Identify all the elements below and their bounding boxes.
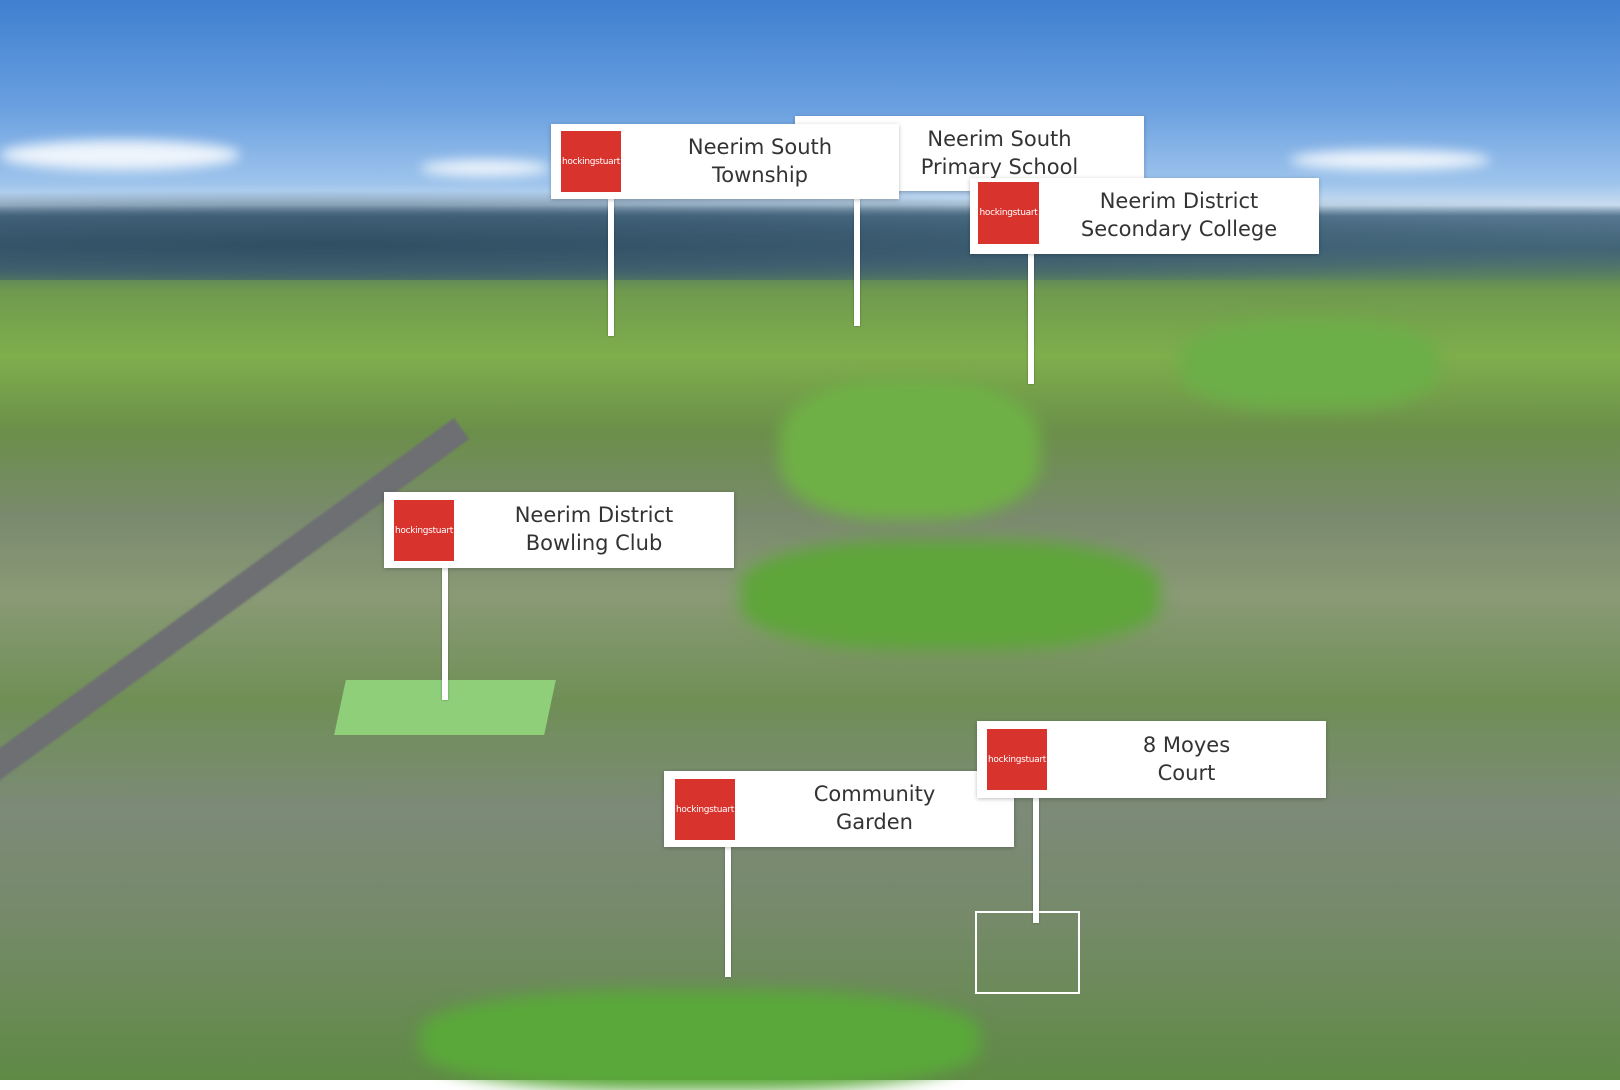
green-field — [780, 380, 1040, 520]
hockingstuart-logo: hockingstuart — [987, 729, 1047, 790]
hockingstuart-logo: hockingstuart — [978, 182, 1039, 244]
green-field — [1180, 320, 1440, 410]
property-boundary — [975, 911, 1080, 994]
label-text: Neerim South Primary School — [920, 127, 1079, 179]
label-pole — [1028, 254, 1034, 384]
label-community-garden: hockingstuart Community Garden — [664, 771, 1014, 847]
label-pole — [1033, 798, 1039, 923]
label-text: Community Garden — [813, 782, 936, 834]
label-secondary-college: hockingstuart Neerim District Secondary … — [970, 178, 1319, 254]
label-pole — [442, 568, 448, 700]
green-field — [740, 540, 1160, 650]
cloud — [1290, 150, 1490, 170]
label-text: Neerim South Township — [687, 135, 833, 187]
hockingstuart-logo: hockingstuart — [675, 779, 735, 840]
highway — [0, 418, 470, 804]
label-pole — [608, 199, 614, 336]
label-bowling-club: hockingstuart Neerim District Bowling Cl… — [384, 492, 734, 568]
cloud — [0, 140, 240, 170]
label-text: 8 Moyes Court — [1142, 733, 1231, 785]
hockingstuart-logo: hockingstuart — [561, 131, 621, 192]
label-pole — [854, 191, 860, 326]
label-pole — [725, 847, 731, 977]
hockingstuart-logo: hockingstuart — [394, 500, 454, 561]
label-text: Neerim District Bowling Club — [514, 503, 674, 555]
green-field — [420, 990, 980, 1090]
mountain-range — [0, 190, 1620, 280]
label-property: hockingstuart 8 Moyes Court — [977, 721, 1326, 798]
cloud — [420, 160, 550, 176]
label-text: Neerim District Secondary College — [1080, 189, 1278, 241]
label-township: hockingstuart Neerim South Township — [551, 124, 899, 199]
